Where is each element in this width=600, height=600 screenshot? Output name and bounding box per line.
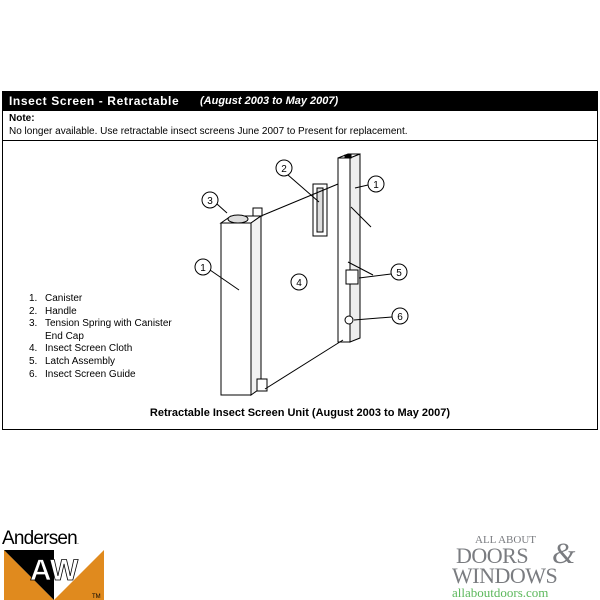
screen-diagram: 3 1 2 1 4 5 6 <box>194 153 409 396</box>
legend-item: 2.Handle <box>29 305 77 317</box>
svg-text:5: 5 <box>396 268 402 279</box>
andersen-logo: Andersen. AW TM <box>2 528 106 600</box>
svg-text:TM: TM <box>92 594 101 600</box>
all-about-doors-logo: ALL ABOUT DOORS & WINDOWS allaboutdoors.… <box>452 534 576 600</box>
andersen-aw-mark: AW TM <box>4 550 104 600</box>
svg-text:3: 3 <box>207 196 213 207</box>
svg-text:4: 4 <box>296 278 302 289</box>
legend-item: 5.Latch Assembly <box>29 355 116 367</box>
svg-text:AW: AW <box>30 554 79 587</box>
svg-text:1: 1 <box>373 180 379 191</box>
diagram-caption: Retractable Insect Screen Unit (August 2… <box>149 407 451 419</box>
callout-5 <box>390 263 408 281</box>
guide-drawing <box>312 153 374 343</box>
callout-6 <box>391 307 409 325</box>
callout-1-canister <box>194 258 212 276</box>
parts-legend: 1.Canister 2.Handle 3.Tension Spring wit… <box>29 293 172 381</box>
section-date-range: (August 2003 to May 2007) <box>200 95 339 107</box>
andersen-wordmark: Andersen. <box>2 528 79 549</box>
callout-4 <box>290 273 308 291</box>
svg-text:1: 1 <box>200 263 206 274</box>
svg-text:2: 2 <box>281 164 287 175</box>
legend-item: 6.Insect Screen Guide <box>29 368 136 380</box>
legend-item: 4.Insect Screen Cloth <box>29 343 133 355</box>
legend-item: 3.Tension Spring with Canister <box>29 318 172 330</box>
legend-item-continued: End Cap <box>45 330 84 342</box>
svg-text:6: 6 <box>397 312 403 323</box>
callout-2 <box>275 159 293 177</box>
section-title: Insect Screen - Retractable <box>9 94 180 108</box>
divider <box>3 140 597 141</box>
section-header: Insect Screen - Retractable (August 2003… <box>3 92 597 111</box>
callout-1-guide <box>367 175 385 193</box>
site-url: allaboutdoors.com <box>452 585 549 600</box>
document-panel: Insect Screen - Retractable (August 2003… <box>2 91 598 430</box>
note-label: Note: <box>9 113 35 124</box>
callout-3 <box>201 191 219 209</box>
legend-item: 1.Canister <box>29 293 83 304</box>
canister-drawing <box>219 207 268 396</box>
note-text: No longer available. Use retractable ins… <box>9 126 408 137</box>
